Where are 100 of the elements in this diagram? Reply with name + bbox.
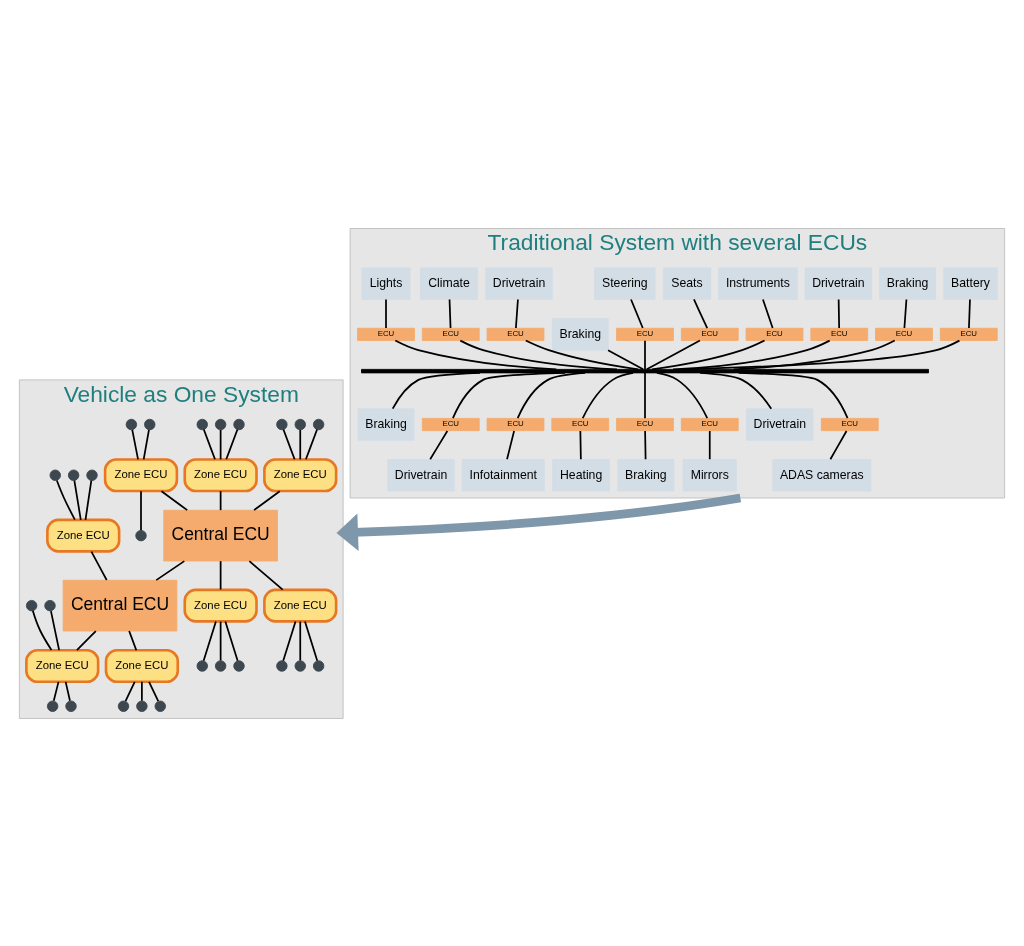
- node-box: Steering: [594, 266, 656, 300]
- connector: [304, 620, 319, 662]
- connector: [524, 339, 640, 370]
- connector: [155, 559, 186, 581]
- connector: [651, 339, 766, 370]
- connector: [699, 371, 773, 410]
- connector: [644, 429, 647, 460]
- connector: [160, 489, 189, 511]
- connector: [253, 489, 281, 511]
- connector: [52, 680, 60, 702]
- node-box: Climate: [420, 266, 478, 300]
- connector: [64, 680, 71, 702]
- connector: [124, 680, 136, 702]
- node-circle: [136, 700, 148, 712]
- node-circle: [196, 418, 208, 430]
- connector: [140, 489, 142, 531]
- connector: [219, 559, 222, 590]
- node-box: ADAS cameras: [772, 458, 872, 491]
- node-box: Braking: [617, 458, 675, 491]
- node-box: Braking: [551, 317, 609, 351]
- connector: [506, 429, 515, 460]
- connector: [581, 371, 634, 419]
- connector: [644, 371, 646, 419]
- connector: [219, 428, 222, 460]
- node-box: Infotainment: [461, 458, 545, 491]
- node-box: Zone ECU: [103, 457, 179, 492]
- node-box: ECU: [680, 417, 739, 431]
- node-box: ECU: [486, 327, 545, 341]
- node-box: ECU: [551, 417, 610, 431]
- node-circle: [294, 418, 306, 430]
- connector: [219, 620, 222, 661]
- connector: [84, 479, 93, 521]
- connector: [607, 348, 644, 370]
- node-circle: [276, 659, 288, 672]
- connector: [579, 429, 582, 460]
- arrow: [336, 493, 742, 551]
- connector: [225, 428, 239, 460]
- node-box: Drivetrain: [387, 458, 455, 491]
- node-bar: [361, 368, 929, 373]
- node-circle: [125, 418, 138, 430]
- connector: [903, 298, 908, 329]
- node-box: ECU: [875, 327, 933, 341]
- node-box: ECU: [616, 327, 674, 341]
- node-box: ECU: [745, 327, 804, 341]
- node-box: ECU: [939, 327, 998, 341]
- connector: [429, 429, 449, 460]
- node-circle: [49, 469, 61, 481]
- connector: [732, 339, 896, 370]
- node-box: Zone ECU: [183, 588, 258, 623]
- connector: [516, 371, 586, 419]
- connector: [305, 428, 318, 460]
- node-circle: [117, 700, 130, 712]
- node-box: ECU: [810, 327, 869, 341]
- node-box: Zone ECU: [25, 648, 100, 683]
- node-box: Lights: [361, 266, 411, 300]
- connector: [31, 609, 53, 651]
- node-circle: [154, 700, 166, 712]
- node-box: Braking: [357, 407, 415, 441]
- node-box: Mirrors: [682, 458, 737, 491]
- node-box: Battery: [943, 266, 998, 300]
- connector: [737, 371, 849, 419]
- node-circle: [67, 469, 80, 481]
- connector: [394, 339, 558, 370]
- connector: [202, 620, 217, 662]
- node-box: Zone ECU: [46, 518, 121, 553]
- connector: [299, 428, 302, 460]
- node-circle: [294, 659, 306, 672]
- node-box: Braking: [879, 266, 936, 300]
- node-circle: [86, 469, 98, 481]
- node-circle: [196, 659, 208, 672]
- connector: [452, 371, 566, 419]
- node-circle: [25, 599, 38, 611]
- node-box: Zone ECU: [263, 588, 338, 623]
- connector: [968, 298, 971, 329]
- connector: [645, 339, 701, 370]
- connector: [224, 620, 239, 662]
- node-circle: [233, 659, 245, 672]
- node-box: ECU: [421, 327, 480, 341]
- connector: [829, 429, 848, 460]
- connector: [459, 339, 618, 370]
- node-circle: [276, 418, 288, 430]
- connector: [837, 298, 841, 329]
- connector: [391, 371, 481, 409]
- node-box: Zone ECU: [263, 457, 338, 492]
- node-circle: [233, 418, 245, 430]
- connector: [299, 620, 302, 661]
- connector: [76, 629, 97, 651]
- node-box: ECU: [616, 417, 674, 431]
- node-circle: [46, 700, 59, 712]
- connector: [56, 479, 76, 520]
- connector: [630, 298, 644, 329]
- node-box: Heating: [552, 458, 610, 491]
- node-box: Drivetrain: [804, 266, 873, 300]
- node-box: ECU: [680, 327, 739, 341]
- connector: [448, 298, 452, 329]
- connector: [219, 489, 222, 511]
- node-box: ECU: [820, 417, 879, 431]
- connector: [131, 428, 139, 460]
- connector: [708, 429, 711, 460]
- connector: [385, 298, 387, 329]
